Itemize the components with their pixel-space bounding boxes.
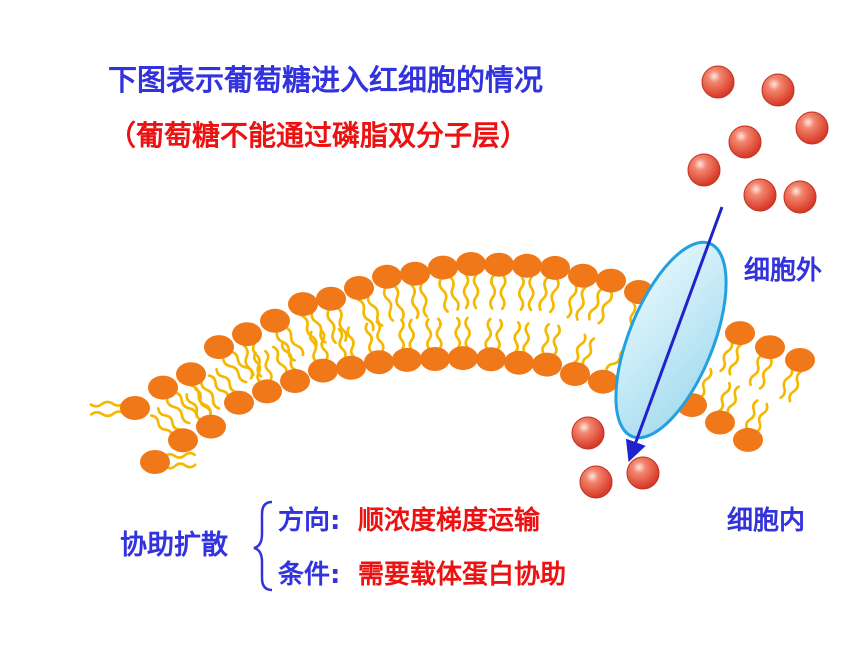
phospholipid xyxy=(336,326,366,380)
condition-label: 条件: xyxy=(278,560,341,590)
glucose-molecule xyxy=(783,180,817,214)
glucose-molecule xyxy=(795,111,829,145)
phospholipid xyxy=(89,396,150,420)
phospholipid xyxy=(207,367,254,415)
outside-cell-label: 细胞外 xyxy=(744,256,823,286)
phospholipid xyxy=(344,276,384,332)
transport-direction-arrow xyxy=(625,206,724,462)
summary-brace xyxy=(253,500,273,592)
phospholipid xyxy=(719,321,755,376)
phospholipid xyxy=(308,329,338,383)
phospholipid xyxy=(392,318,422,372)
phospholipid xyxy=(587,268,626,325)
phospholipid xyxy=(538,255,570,314)
direction-label: 方向: xyxy=(278,506,341,536)
page-title: 下图表示葡萄糖进入红细胞的情况 xyxy=(108,63,544,97)
phospholipid xyxy=(140,450,197,474)
phospholipid xyxy=(476,317,506,372)
phospholipid xyxy=(448,316,478,371)
phospholipid xyxy=(779,348,815,403)
glucose-molecule xyxy=(687,153,721,187)
phospholipid xyxy=(428,255,460,313)
phospholipid xyxy=(232,322,263,380)
glucose-molecule xyxy=(579,465,613,499)
phospholipid xyxy=(705,381,740,435)
phospholipid xyxy=(733,399,769,452)
phospholipid xyxy=(252,349,282,404)
glucose-molecules xyxy=(571,65,829,499)
glucose-molecule xyxy=(728,125,762,159)
phospholipid xyxy=(185,388,226,439)
glucose-molecule xyxy=(626,456,660,490)
transport-term: 协助扩散 xyxy=(120,530,228,561)
direction-value: 顺浓度梯度运输 xyxy=(358,506,541,536)
phospholipid xyxy=(560,333,596,386)
phospholipid xyxy=(149,407,198,453)
phospholipid xyxy=(148,375,198,425)
condition-value: 需要载体蛋白协助 xyxy=(358,560,567,590)
phospholipid xyxy=(272,341,310,393)
phospholipid xyxy=(288,292,327,348)
phospholipid xyxy=(420,317,450,371)
phospholipid xyxy=(748,335,785,390)
glucose-molecule xyxy=(571,416,605,450)
phospholipid xyxy=(504,321,534,375)
phospholipid xyxy=(400,261,430,320)
page-subtitle: （葡萄糖不能通过磷脂双分子层） xyxy=(108,119,529,152)
phospholipid xyxy=(364,320,394,375)
glucose-molecule xyxy=(743,178,777,212)
phospholipid xyxy=(456,252,486,310)
phospholipid xyxy=(532,323,562,377)
glucose-molecule xyxy=(701,65,735,99)
phospholipid xyxy=(372,264,405,322)
phospholipid xyxy=(484,252,514,311)
phospholipid-bilayer xyxy=(89,252,815,474)
phospholipid xyxy=(566,263,598,321)
phospholipid xyxy=(512,253,542,312)
phospholipid xyxy=(316,286,348,345)
glucose-molecule xyxy=(761,73,795,107)
inside-cell-label: 细胞内 xyxy=(727,506,806,536)
phospholipid xyxy=(176,362,221,416)
